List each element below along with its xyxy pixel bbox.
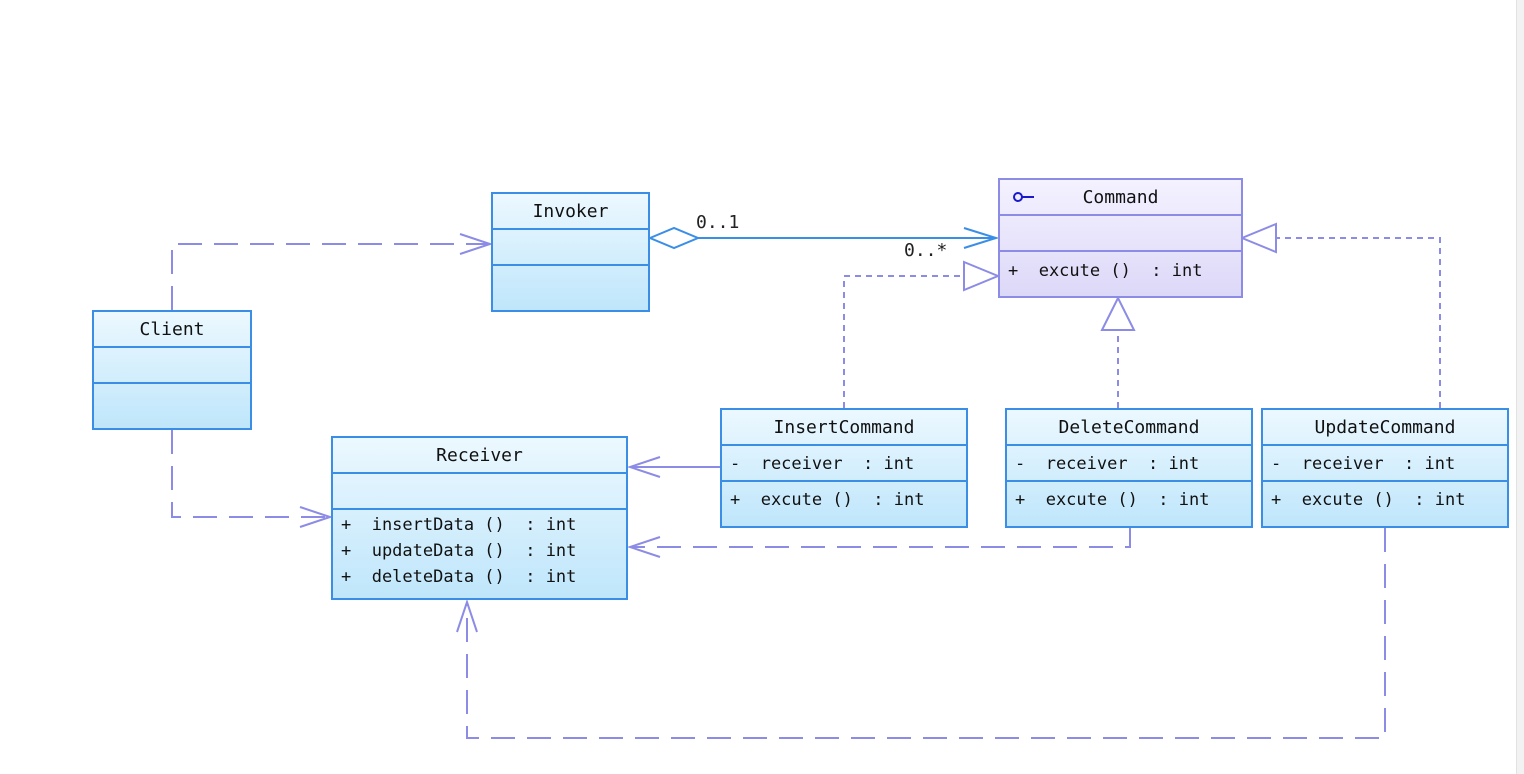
multiplicity-command-end: 0..*: [904, 240, 948, 261]
operation: + updateData () : int: [341, 541, 577, 561]
attributes-compartment: - receiver : int: [722, 446, 966, 482]
client-receiver-dependency: [171, 430, 334, 528]
delete-receiver-dependency: [626, 528, 1131, 558]
attribute: - receiver : int: [730, 454, 915, 474]
class-name: Client: [94, 312, 250, 348]
attribute: - receiver : int: [1015, 454, 1200, 474]
class-name: DeleteCommand: [1007, 410, 1251, 446]
operations-compartment: + excute () : int: [722, 482, 966, 518]
update-receiver-dependency: [456, 528, 1386, 739]
attributes-compartment: - receiver : int: [1007, 446, 1251, 482]
interface-name-row: Command: [1000, 180, 1241, 216]
class-client[interactable]: Client: [92, 310, 252, 430]
class-name: UpdateCommand: [1263, 410, 1507, 446]
class-invoker[interactable]: Invoker: [491, 192, 650, 312]
multiplicity-invoker-end: 0..1: [696, 212, 740, 233]
operation: + excute () : int: [1008, 261, 1203, 281]
operation: + insertData () : int: [341, 515, 577, 535]
interface-lollipop-icon: [1013, 192, 1034, 202]
client-invoker-dependency: [171, 233, 494, 310]
interface-command[interactable]: Command + excute () : int: [998, 178, 1243, 298]
class-name: Receiver: [333, 438, 626, 474]
operation: + excute () : int: [1271, 490, 1466, 510]
class-name: Command: [1082, 187, 1159, 208]
class-insert-command[interactable]: InsertCommand - receiver : int + excute …: [720, 408, 968, 528]
class-name: InsertCommand: [722, 410, 966, 446]
update-command-realization: [1239, 222, 1441, 408]
class-delete-command[interactable]: DeleteCommand - receiver : int + excute …: [1005, 408, 1253, 528]
operations-compartment: [493, 266, 648, 302]
attributes-compartment: [1000, 216, 1241, 252]
operation: + excute () : int: [730, 490, 925, 510]
operations-compartment: + excute () : int: [1263, 482, 1507, 518]
operation: + excute () : int: [1015, 490, 1210, 510]
operations-compartment: [94, 384, 250, 420]
operation: + deleteData () : int: [341, 567, 577, 587]
attributes-compartment: [94, 348, 250, 384]
insert-command-realization: [843, 260, 1001, 408]
delete-command-realization: [1100, 295, 1136, 408]
invoker-command-aggregation: [647, 226, 1000, 250]
operations-compartment: + excute () : int: [1000, 252, 1241, 290]
class-update-command[interactable]: UpdateCommand - receiver : int + excute …: [1261, 408, 1509, 528]
insert-receiver-association: [626, 456, 720, 478]
attributes-compartment: [333, 474, 626, 510]
operations-compartment: + insertData () : int + updateData () : …: [333, 510, 626, 592]
window-scrollbar-edge[interactable]: [1516, 0, 1524, 774]
attributes-compartment: [493, 230, 648, 266]
class-name: Invoker: [493, 194, 648, 230]
operations-compartment: + excute () : int: [1007, 482, 1251, 518]
attribute: - receiver : int: [1271, 454, 1456, 474]
attributes-compartment: - receiver : int: [1263, 446, 1507, 482]
class-receiver[interactable]: Receiver + insertData () : int + updateD…: [331, 436, 628, 600]
